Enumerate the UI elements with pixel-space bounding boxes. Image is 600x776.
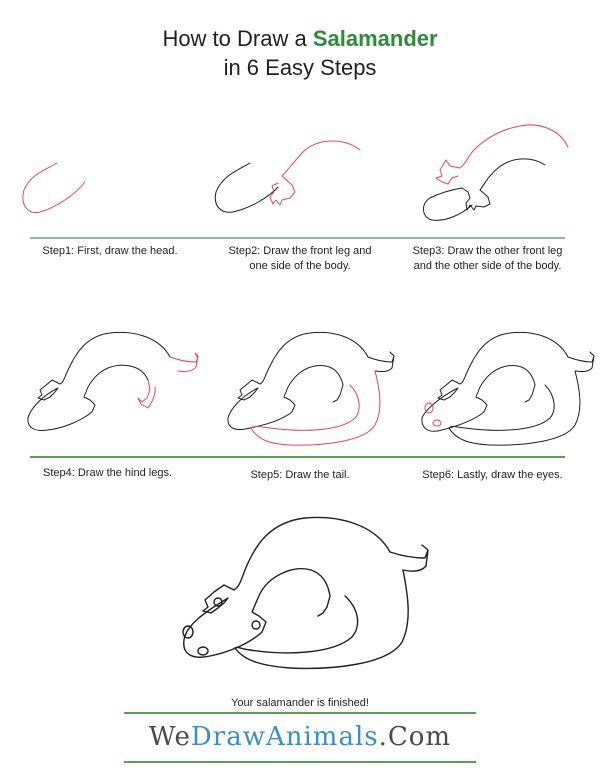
final-salamander-drawing <box>182 516 429 670</box>
final-caption: Your salamander is finished! <box>231 697 369 709</box>
site-logo[interactable]: WeDrawAnimals.Com <box>148 722 452 752</box>
step-1-caption: Step1: First, draw the head. <box>42 245 178 257</box>
step-row-2-divider <box>30 456 565 458</box>
step-2-drawing <box>214 140 361 213</box>
step-4-drawing <box>27 331 199 431</box>
step-4-caption: Step4: Draw the hind legs. <box>42 467 173 479</box>
step-5-drawing <box>227 331 395 446</box>
title-line-1: How to Draw a Salamander <box>162 26 438 51</box>
step-5-caption: Step5: Draw the tail. <box>250 469 350 481</box>
step-1-drawing <box>22 162 86 214</box>
step-6-caption: Step6: Lastly, draw the eyes. <box>422 469 563 481</box>
footer-bottom-divider <box>124 761 476 763</box>
step-3-drawing <box>423 124 569 221</box>
title-line-2: in 6 Easy Steps <box>223 55 377 80</box>
step-row-1-divider <box>30 237 565 239</box>
step-6-drawing <box>421 331 595 446</box>
title-accent: Salamander <box>312 26 438 51</box>
page-title: How to Draw a Salamander in 6 Easy Steps <box>0 24 600 82</box>
footer-top-divider <box>124 712 476 714</box>
